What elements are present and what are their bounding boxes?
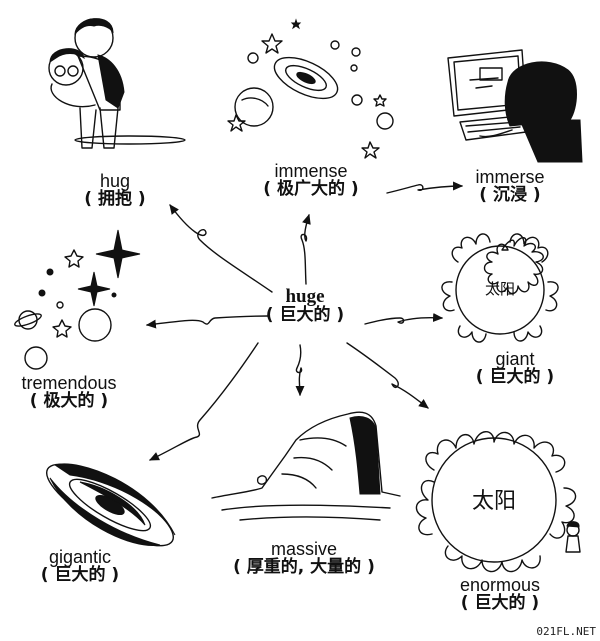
word-massive-chinese: ( 厚重的, 大量的 ) <box>233 556 375 577</box>
word-tremendous-english: tremendous <box>21 373 117 393</box>
arrow-to-immerse <box>386 181 464 194</box>
word-enormous-chinese: ( 巨大的 ) <box>460 592 540 613</box>
spiral-galaxy-icon <box>45 463 176 547</box>
center-word-huge: huge ( 巨大的 ) <box>250 287 360 325</box>
word-giant-chinese: ( 巨大的 ) <box>475 366 555 387</box>
word-hug-english: hug <box>99 171 131 191</box>
word-gigantic-english: gigantic <box>48 547 112 567</box>
word-gigantic: gigantic ( 巨大的 ) <box>20 548 140 585</box>
word-tremendous-chinese: ( 极大的 ) <box>29 390 109 411</box>
hugging-couple-icon <box>48 18 186 149</box>
starry-sky-icon <box>14 229 141 370</box>
word-hug-chinese: ( 拥抱 ) <box>84 188 146 209</box>
arrow-to-massive <box>295 344 305 397</box>
word-gigantic-chinese: ( 巨大的 ) <box>40 564 120 585</box>
word-tremendous: tremendous ( 极大的 ) <box>4 374 134 411</box>
center-word-chinese: ( 巨大的 ) <box>265 304 345 325</box>
word-immerse-english: immerse <box>475 167 545 187</box>
sun-icon <box>441 233 559 343</box>
word-immerse: immerse ( 沉浸 ) <box>455 168 565 205</box>
sun-label-enormous: 太阳 <box>471 489 516 514</box>
word-enormous-english: enormous <box>459 575 541 595</box>
word-massive-english: massive <box>270 539 337 559</box>
word-immense: immense ( 极广大的 ) <box>246 162 376 199</box>
connector-arrows <box>145 181 464 461</box>
watermark: 021FL.NET <box>536 625 596 638</box>
sun-label-giant: 太阳 <box>484 280 515 298</box>
arrow-to-gigantic <box>148 342 259 461</box>
boy-at-computer-icon <box>447 49 583 163</box>
arrow-to-tremendous <box>145 315 269 329</box>
center-word-english: huge <box>285 286 325 307</box>
galaxy-planets-icon <box>227 18 394 159</box>
large-sun-icon <box>415 431 581 573</box>
rock-cliff-icon <box>211 411 401 521</box>
word-enormous: enormous ( 巨大的 ) <box>440 576 560 613</box>
word-immense-chinese: ( 极广大的 ) <box>263 178 359 199</box>
arrow-to-hug <box>169 204 273 293</box>
arrow-to-immense <box>300 213 311 285</box>
word-immense-english: immense <box>274 161 348 181</box>
arrow-to-enormous <box>346 342 429 409</box>
word-giant: giant ( 巨大的 ) <box>460 350 570 387</box>
word-giant-english: giant <box>495 349 535 369</box>
word-hug: hug ( 拥抱 ) <box>60 172 170 209</box>
word-massive: massive ( 厚重的, 大量的 ) <box>214 540 394 577</box>
word-immerse-chinese: ( 沉浸 ) <box>479 184 541 205</box>
arrow-to-giant <box>364 313 444 325</box>
